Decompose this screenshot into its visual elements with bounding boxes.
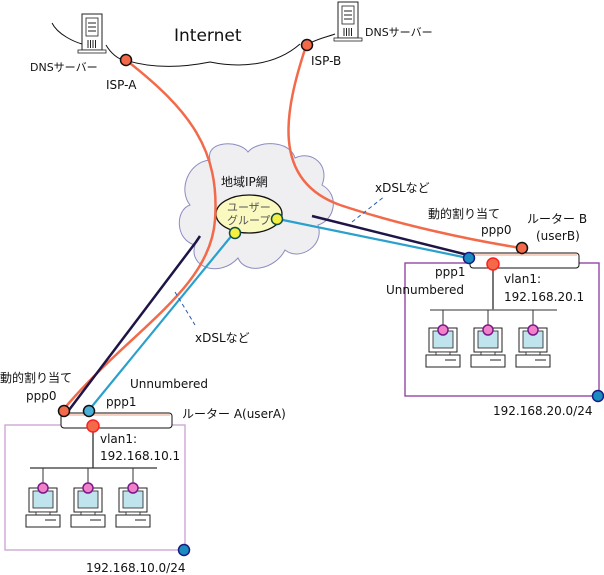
router-a-ppp1-label: ppp1 [106, 395, 137, 409]
pc-a1-node [37, 482, 49, 494]
regional-network-label: 地域IP網 [221, 175, 268, 189]
router-b-vlan-ip: 192.168.20.1 [504, 290, 585, 304]
pc-a1-icon [25, 487, 61, 528]
router-b-ppp0-label: ppp0 [481, 223, 512, 237]
pc-a3-icon [115, 487, 151, 528]
pc-a2-icon [70, 487, 106, 528]
isp-b-link [287, 45, 522, 250]
pc-b1-node [437, 324, 449, 336]
router-b-name-2: (userB) [536, 229, 580, 243]
internet-boundary [309, 33, 336, 44]
internet-boundary [105, 43, 301, 67]
xdsl-pointer-right [351, 195, 386, 223]
isp-a-label: ISP-A [106, 78, 137, 92]
pc-a2-node [82, 482, 94, 494]
pppoe-dark-link-a [68, 235, 202, 411]
pppoe-blue-link-a [88, 233, 234, 411]
router-a-vlan1-node [86, 419, 100, 433]
pc-b3-node [527, 324, 539, 336]
dns-server-a-icon [77, 13, 107, 54]
router-b-vlan-label: vlan1: [504, 272, 542, 286]
user-group-node-right [270, 212, 284, 226]
router-b-ppp1-label: ppp1 [435, 265, 466, 279]
router-b-ppp1-node [462, 251, 476, 265]
dns-server-b-label: DNSサーバー [365, 26, 433, 39]
pppoe-blue-link-b [277, 217, 469, 260]
router-a-ppp1-node [82, 404, 96, 418]
router-b-vlan1-node [486, 257, 500, 271]
isp-b-label: ISP-B [311, 54, 342, 68]
router-a-ppp0-node [57, 404, 71, 418]
dns-server-a-label: DNSサーバー [30, 61, 98, 74]
lan-a-subnet: 192.168.10.0/24 [86, 561, 186, 575]
router-a-ppp0-note: 動的割り当て [0, 371, 73, 385]
router-a-ppp0-label: ppp0 [26, 389, 57, 403]
pc-a3-node [127, 482, 139, 494]
router-a-ppp1-note: Unnumbered [130, 377, 208, 391]
user-group-node-left [228, 226, 242, 240]
isp-b-node [300, 38, 314, 52]
isp-a-node [119, 53, 133, 67]
lan-b-subnet: 192.168.20.0/24 [493, 404, 593, 418]
router-b-ppp0-note: 動的割り当て [428, 207, 501, 221]
router-a-name: ルーター A(userA) [182, 407, 286, 421]
dns-server-b-icon [333, 1, 363, 42]
xdsl-pointer-left [174, 291, 196, 326]
router-a-vlan-ip: 192.168.10.1 [100, 449, 181, 463]
user-group-label-2: グループ [227, 214, 271, 227]
pppoe-dark-link-b [311, 214, 481, 260]
pc-b2-node [482, 324, 494, 336]
router-b-ppp1-note: Unnumbered [386, 283, 464, 297]
internet-label: Internet [174, 26, 242, 46]
router-b-ppp0-node [515, 241, 529, 255]
lan-b-gateway-node [591, 389, 604, 403]
xdsl-label-right: xDSLなど [375, 181, 430, 195]
user-group-label-1: ユーザー [227, 201, 271, 214]
router-a-vlan-label: vlan1: [100, 432, 138, 446]
router-b-name-1: ルーター B [527, 212, 588, 226]
internet-boundary [51, 22, 83, 45]
isp-a-link [62, 59, 217, 411]
lan-a-gateway-node [177, 543, 191, 557]
xdsl-label-left: xDSLなど [195, 331, 250, 345]
